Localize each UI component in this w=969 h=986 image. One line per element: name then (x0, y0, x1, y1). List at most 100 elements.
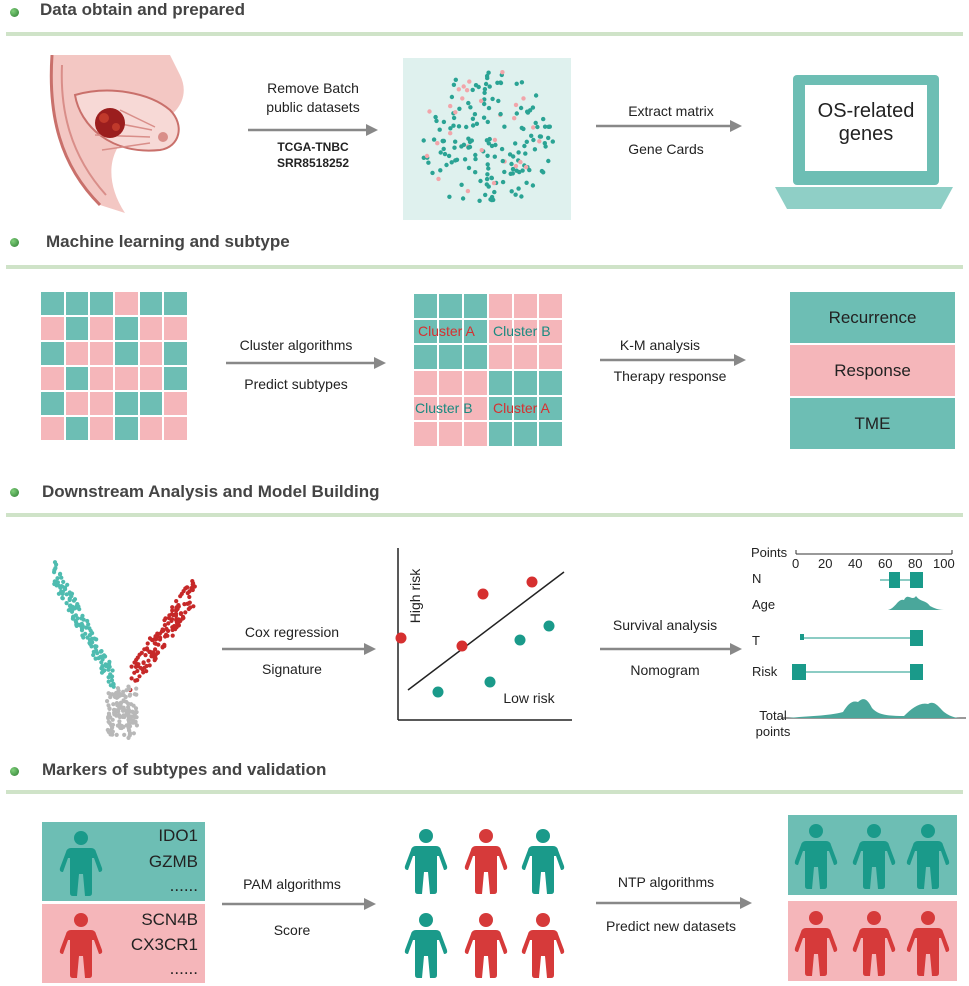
volcano-point (85, 618, 90, 624)
volcano-point (164, 632, 169, 637)
volcano-point (71, 614, 76, 619)
volcano-point (192, 584, 197, 589)
heatmap-cell (139, 342, 163, 365)
cluster-cell (539, 422, 562, 446)
pca-point (467, 139, 473, 145)
pca-point (460, 196, 466, 201)
volcano-point (121, 689, 126, 694)
pca-point (476, 84, 481, 90)
cluster-cell (489, 294, 512, 318)
pca-point (487, 136, 492, 142)
cluster-cell (464, 319, 487, 344)
heatmap-cell (41, 417, 64, 440)
pca-point (477, 198, 482, 203)
cluster-cell (464, 422, 487, 446)
heatmap-cell (164, 317, 187, 340)
marker-gene: SCN4B (141, 910, 198, 929)
volcano-point (75, 616, 80, 621)
volcano-point (127, 720, 132, 725)
arrow-label: TCGA-TNBC (277, 140, 349, 154)
volcano-point (135, 655, 140, 660)
pca-point (456, 124, 462, 129)
heatmap-cell (90, 392, 113, 415)
arrow-label: Predict subtypes (244, 376, 348, 392)
pca-point (491, 180, 497, 186)
volcano-point (144, 669, 149, 674)
heatmap-cell (164, 417, 187, 440)
nomo-tick: 20 (818, 556, 833, 571)
volcano-point (108, 695, 113, 700)
volcano-point (143, 653, 148, 658)
pca-point (520, 168, 525, 173)
pca-point (451, 115, 457, 121)
pca-point (524, 139, 529, 144)
pca-point (514, 111, 519, 116)
arrow-label: Cluster algorithms (239, 337, 353, 353)
pca-point (466, 165, 472, 171)
pca-point (424, 153, 430, 159)
nomo-total-label: Total (759, 708, 787, 723)
volcano-point (98, 654, 103, 659)
arrow-label: Gene Cards (628, 141, 704, 157)
cluster-cell (414, 396, 437, 421)
low-risk-point (543, 620, 555, 632)
volcano-point (144, 646, 150, 651)
arrow-icon (226, 357, 386, 369)
cluster-cell (464, 294, 487, 318)
heatmap-cell (139, 392, 163, 415)
volcano-point (180, 616, 185, 621)
section-title-machine-learning: Machine learning and subtype (46, 232, 290, 251)
cluster-label: Cluster B (493, 323, 551, 339)
volcano-point (176, 617, 181, 622)
volcano-point (54, 562, 59, 567)
pca-point (448, 103, 453, 109)
pca-point (427, 109, 432, 114)
pca-point (482, 90, 487, 95)
volcano-point (105, 727, 110, 733)
volcano-point (114, 732, 119, 737)
volcano-point (119, 725, 124, 731)
pca-point (438, 150, 443, 155)
pca-point (498, 80, 503, 85)
volcano-point (185, 601, 190, 606)
volcano-point (55, 576, 60, 581)
pca-point (546, 124, 551, 129)
person-icon (464, 913, 508, 978)
pca-point (527, 167, 532, 173)
pca-point (453, 110, 458, 115)
volcano-point (126, 735, 131, 740)
arrow-label: Therapy response (613, 368, 727, 384)
cluster-cell (439, 345, 462, 369)
laptop-text: OS-related (817, 100, 915, 122)
pca-point (421, 138, 426, 143)
volcano-point (101, 669, 106, 674)
pca-point (472, 112, 478, 117)
marker-gene: ...... (169, 876, 198, 895)
pca-point (436, 176, 441, 182)
pca-point (513, 192, 518, 197)
pca-point (502, 169, 507, 175)
pca-point (447, 194, 452, 199)
volcano-point (162, 623, 167, 628)
expression-heatmap (41, 292, 187, 440)
volcano-point (135, 663, 140, 668)
volcano-point (117, 713, 122, 718)
pca-point (457, 106, 462, 111)
pca-point (431, 137, 437, 142)
nomo-tick: 100 (933, 556, 955, 571)
volcano-point (93, 644, 98, 649)
breast-tumor-illustration (49, 55, 184, 213)
section-divider (6, 32, 963, 36)
volcano-point (124, 688, 129, 693)
volcano-point (52, 568, 57, 573)
pca-point (435, 141, 440, 146)
pca-point (537, 139, 542, 144)
pca-point (529, 133, 534, 138)
high-risk-point (477, 588, 489, 600)
volcano-point (80, 633, 85, 638)
pca-point (502, 124, 507, 129)
volcano-point (111, 707, 117, 712)
pca-point (452, 145, 457, 150)
high-risk-point (526, 576, 538, 588)
heatmap-cell (90, 367, 113, 390)
